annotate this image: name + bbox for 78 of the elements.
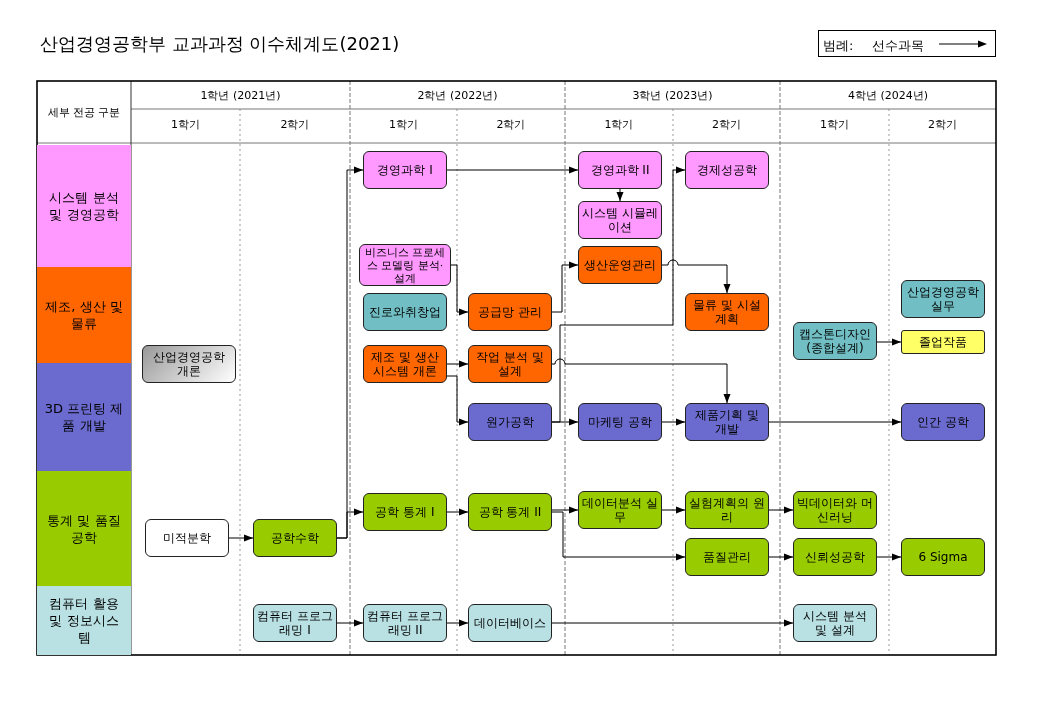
arrow	[446, 375, 469, 426]
column-header: 1학기	[819, 117, 850, 132]
arrow	[446, 508, 469, 516]
course-box: 컴퓨터 프로그래밍 II	[363, 604, 447, 642]
column-header: 1학기	[603, 117, 635, 132]
course-box: 시스템 분석 및 설계	[793, 604, 877, 642]
course-box: 진로와취창업	[363, 293, 447, 331]
course-box: 비즈니스 프로세스 모델링 분석· 설계	[359, 244, 451, 286]
column-header: 4학년 (2024년)	[846, 88, 930, 103]
arrow	[661, 506, 686, 514]
course-box: 인간 공학	[901, 403, 985, 441]
course-box: 공학수학	[253, 519, 337, 557]
arrow	[768, 553, 794, 561]
course-box: 경영과학 II	[578, 151, 662, 189]
arrow	[876, 553, 902, 561]
course-box: 공학 통계 II	[468, 493, 552, 531]
arrow	[661, 418, 686, 426]
course-box: 공학 통계 I	[363, 493, 447, 531]
category-band: 컴퓨터 활용 및 정보시스템	[37, 586, 131, 655]
arrow	[551, 418, 579, 426]
course-box: 신뢰성공학	[793, 538, 877, 576]
arrow	[551, 619, 794, 627]
column-header: 1학기	[170, 117, 201, 132]
course-box: 산업경영공학 개론	[142, 345, 236, 383]
category-band: 제조, 생산 및 물류	[37, 267, 131, 363]
category-band: 3D 프린팅 제품 개발	[37, 363, 131, 471]
arrow	[876, 338, 902, 346]
course-box: 경제성공학	[685, 151, 769, 189]
course-box: 데이터베이스	[468, 604, 552, 642]
course-box: 제품기획 및 개발	[685, 403, 769, 441]
arrow	[228, 534, 254, 542]
arrow	[551, 511, 686, 561]
course-box: 시스템 시뮬레이션	[578, 201, 662, 239]
legend-label: 선수과목	[872, 37, 924, 55]
course-box: 졸업작품	[901, 330, 985, 354]
arrow	[551, 506, 579, 514]
column-header: 1학기	[388, 117, 419, 132]
course-box: 경영과학 I	[363, 151, 447, 189]
column-header: 1학년 (2021년)	[199, 88, 282, 103]
course-box: 미적분학	[145, 519, 229, 557]
arrow	[551, 358, 731, 404]
arrow	[446, 619, 469, 627]
column-header: 2학기	[495, 117, 527, 132]
column-header: 3학년 (2023년)	[631, 88, 714, 103]
course-box: 제조 및 생산 시스템 개론	[363, 345, 447, 383]
arrow	[446, 166, 579, 174]
column-header: 2학년 (2022년)	[416, 88, 499, 103]
arrow	[450, 264, 469, 316]
course-box: 원가공학	[468, 403, 552, 441]
arrow	[446, 360, 469, 368]
course-box: 공급망 관리	[468, 293, 552, 331]
course-box: 산업경영공학 실무	[901, 280, 985, 318]
category-band: 통계 및 품질공학	[37, 471, 131, 586]
arrow	[661, 259, 731, 294]
table-header: 세부 전공 구분	[46, 104, 122, 121]
arrow	[336, 508, 364, 539]
course-box: 데이터분석 실무	[578, 491, 662, 529]
course-box: 캡스톤디자인 (종합설계)	[793, 322, 877, 360]
title: 산업경영공학부 교과과정 이수체계도(2021)	[40, 32, 400, 56]
column-header: 2학기	[927, 117, 958, 132]
course-box: 물류 및 시설 계획	[685, 293, 769, 331]
legend-title: 범례:	[823, 37, 854, 55]
course-box: 컴퓨터 프로그래밍 I	[253, 604, 337, 642]
course-box: 생산운영관리	[578, 246, 662, 284]
course-box: 6 Sigma	[901, 538, 985, 576]
arrow	[336, 619, 364, 627]
course-box: 마케팅 공학	[578, 403, 662, 441]
course-box: 품질관리	[685, 538, 769, 576]
column-header: 2학기	[279, 117, 311, 132]
arrow	[768, 506, 794, 514]
column-header: 2학기	[711, 117, 742, 132]
course-box: 작업 분석 및 설계	[468, 345, 552, 383]
arrow	[551, 261, 579, 313]
arrow	[768, 418, 902, 426]
course-box: 빅데이터와 머신러닝	[793, 491, 877, 529]
course-box: 실험계획의 원리	[685, 491, 769, 529]
category-band: 시스템 분석 및 경영공학	[37, 145, 131, 267]
arrow	[616, 188, 624, 202]
